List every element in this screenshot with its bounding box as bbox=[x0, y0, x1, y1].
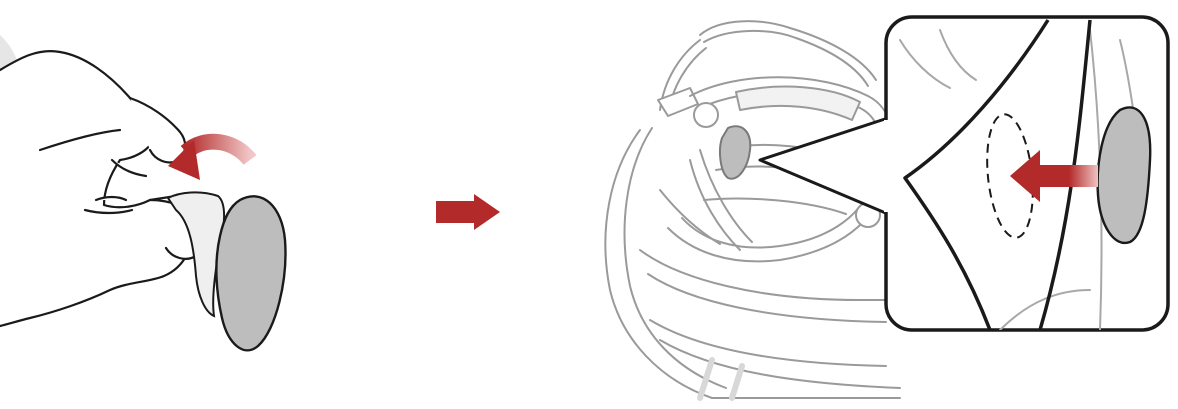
gray-pad bbox=[216, 196, 285, 350]
hand-outline bbox=[0, 51, 208, 326]
right-arrow-icon bbox=[436, 194, 500, 230]
adhesive-pad-peeling bbox=[168, 192, 285, 350]
zoom-inset bbox=[884, 17, 1168, 330]
helmet-illustration bbox=[605, 21, 900, 398]
step-peel-illustration bbox=[0, 35, 285, 350]
pad-location-small bbox=[720, 126, 750, 178]
